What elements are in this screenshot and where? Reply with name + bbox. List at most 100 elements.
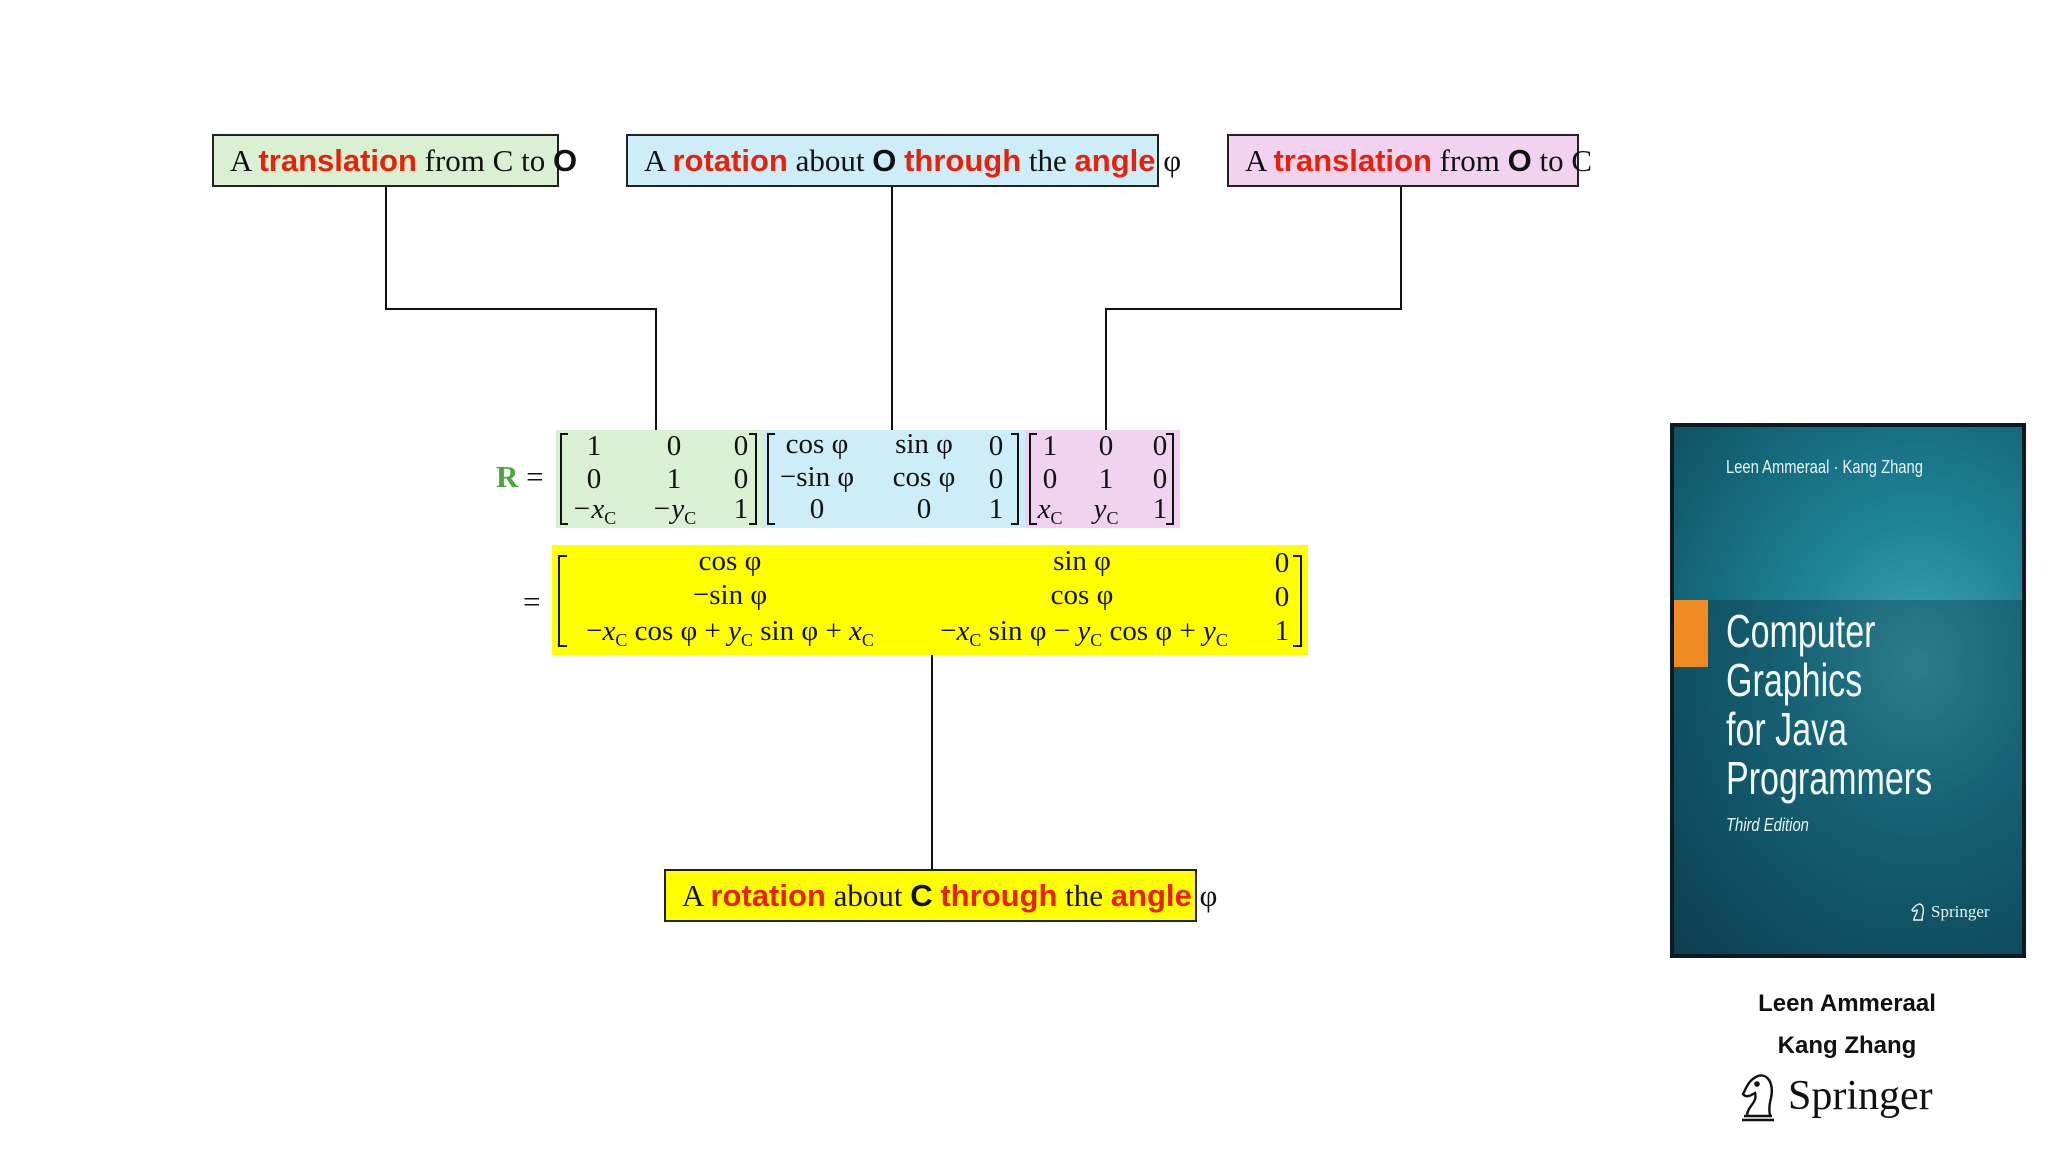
matrix-cell: 0: [988, 430, 1004, 462]
right-bracket: [1293, 555, 1302, 647]
label-text: about: [787, 142, 873, 178]
equation-lhs: R =: [496, 459, 544, 495]
matrix-cell: 0: [809, 493, 825, 525]
matrix-cell-xc: xC: [1037, 493, 1063, 528]
connector-line-translation-o-to-c: [1105, 187, 1402, 430]
subscript-c: C: [1106, 507, 1119, 528]
label-text: from: [1431, 142, 1508, 178]
right-bracket: [1011, 433, 1019, 525]
cover-publisher-name: Springer: [1931, 902, 1990, 921]
label-keyword-through: through: [940, 877, 1058, 913]
credit-author-2: Kang Zhang: [1777, 1032, 1917, 1059]
cover-title-line: Graphics: [1726, 654, 1863, 706]
cover-publisher: Springer: [1909, 902, 1990, 922]
matrix-cell: 0: [733, 463, 749, 495]
equals-sign-line-2: =: [523, 584, 541, 619]
cover-title-line: Programmers: [1726, 752, 1933, 804]
matrix-cell: −sin φ: [779, 461, 855, 493]
matrix-cell-expression-y: −xC sin φ − yC cos φ + yC: [940, 615, 1228, 650]
cover-title-line: Computer: [1726, 605, 1876, 657]
matrix-cell: −sin φ: [692, 579, 768, 611]
label-text: [896, 143, 904, 179]
matrix-cell: 1: [1042, 430, 1058, 462]
matrix-cell-text: y: [1093, 493, 1107, 525]
label-text: φ: [1155, 142, 1182, 178]
label-translation-c-to-o: A translation from C to O: [212, 134, 577, 187]
equals-sign: =: [526, 459, 544, 494]
matrix-cell: 1: [733, 493, 749, 525]
left-bracket: [1029, 433, 1037, 525]
credit-author-1: Leen Ammeraal: [1758, 990, 1936, 1017]
matrix-cell: 1: [666, 463, 682, 495]
matrix-cell: 0: [666, 430, 682, 462]
right-bracket: [1166, 433, 1174, 525]
connector-line-translation-c-to-o: [385, 187, 657, 430]
cover-orange-accent: [1674, 600, 1708, 667]
label-keyword-through: through: [904, 142, 1022, 178]
matrix-cell: 1: [586, 430, 602, 462]
matrix-cell-expression-x: −xC cos φ + yC sin φ + xC: [586, 615, 874, 650]
matrix-r-symbol: R: [496, 459, 519, 494]
label-text: the: [1057, 877, 1111, 913]
matrix-cell-text: −y: [651, 493, 685, 525]
label-origin-o: O: [1507, 142, 1532, 178]
label-text: from C to: [416, 142, 553, 178]
matrix-cell: 0: [988, 463, 1004, 495]
matrix-cell: 1: [1098, 463, 1114, 495]
label-keyword-rotation: rotation: [710, 877, 826, 913]
left-bracket: [767, 433, 775, 525]
matrix-rotation-about-o: cos φ sin φ 0 −sin φ cos φ 0 0 0 1: [763, 428, 1025, 528]
book-cover: Leen Ammeraal · Kang Zhang Computer Grap…: [1670, 423, 2026, 958]
matrix-cells: 1 0 0 0 1 0 xC yC 1: [1025, 430, 1180, 528]
label-keyword-angle: angle: [1110, 877, 1192, 913]
matrix-cell: 0: [1152, 430, 1168, 462]
matrix-cell: 0: [1274, 581, 1290, 613]
label-rotation-about-c: A rotation about C through the angle φ: [664, 869, 1217, 922]
matrix-cells: 1 0 0 0 1 0 −xC −yC 1: [556, 430, 763, 528]
matrix-cell: cos φ: [785, 428, 849, 460]
matrix-cell-yc: yC: [1093, 493, 1119, 528]
label-translation-o-to-c: A translation from O to C: [1227, 134, 1592, 187]
label-origin-o: O: [872, 142, 897, 178]
label-rotation-about-o: A rotation about O through the angle φ: [626, 134, 1181, 187]
cover-title-line: for Java: [1726, 703, 1848, 755]
matrix-translation-o-to-c: 1 0 0 0 1 0 xC yC 1: [1025, 430, 1180, 528]
matrix-cells: cos φ sin φ 0 −sin φ cos φ 0 0 0 1: [763, 428, 1025, 528]
knight-chess-piece-icon: [1741, 1074, 1774, 1122]
label-keyword-translation: translation: [258, 142, 417, 178]
matrix-cell-neg-yc: −yC: [651, 493, 697, 528]
label-text: the: [1021, 142, 1075, 178]
matrix-cell: 0: [916, 493, 932, 525]
label-keyword-angle: angle: [1074, 142, 1156, 178]
matrix-cell: 0: [1098, 430, 1114, 462]
subscript-c: C: [604, 507, 617, 528]
left-bracket: [558, 555, 567, 647]
label-text: A: [1245, 142, 1274, 178]
label-text: φ: [1191, 877, 1218, 913]
matrix-translation-c-to-o: 1 0 0 0 1 0 −xC −yC 1: [556, 430, 763, 528]
label-keyword-translation: translation: [1273, 142, 1432, 178]
matrix-cell: 0: [1042, 463, 1058, 495]
matrix-cell: 1: [1274, 615, 1290, 647]
matrix-cell-text: x: [1037, 493, 1051, 525]
label-origin-o: O: [552, 142, 578, 178]
matrix-cells: cos φ sin φ 0 −sin φ cos φ 0 −xC cos φ +…: [552, 545, 1308, 655]
label-text: [933, 878, 941, 914]
right-bracket: [749, 433, 757, 525]
label-text: about: [825, 877, 911, 913]
matrix-cell: cos φ: [892, 461, 956, 493]
matrix-cell: 0: [586, 463, 602, 495]
subscript-c: C: [684, 507, 697, 528]
label-center-c: C: [910, 877, 933, 913]
cover-title-band: [1674, 600, 2022, 954]
cover-title: Computer Graphics for Java Programmers: [1726, 607, 1932, 803]
matrix-cell: 0: [1274, 547, 1290, 579]
label-text: A: [230, 142, 259, 178]
label-text: A: [682, 877, 711, 913]
matrix-rotation-about-c: cos φ sin φ 0 −sin φ cos φ 0 −xC cos φ +…: [552, 545, 1308, 655]
matrix-cell: 1: [1152, 493, 1168, 525]
cover-authors: Leen Ammeraal · Kang Zhang: [1726, 457, 1923, 477]
label-text: A: [644, 142, 673, 178]
cover-edition: Third Edition: [1726, 815, 1809, 835]
